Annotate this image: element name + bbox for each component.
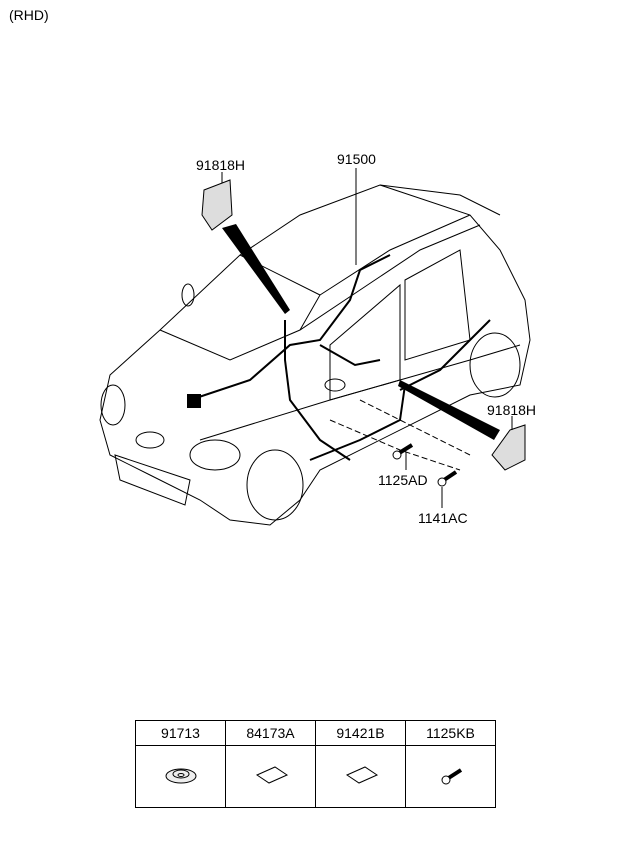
grommet-icon xyxy=(165,768,196,784)
part-image-cell xyxy=(135,745,226,808)
wiring-harness xyxy=(187,254,491,461)
pad-icon xyxy=(255,766,288,784)
car-body-outline xyxy=(99,184,531,526)
part-number-cell: 91713 xyxy=(135,720,226,746)
bolt-1141ac-icon xyxy=(437,470,458,508)
callout-main-harness: 91500 xyxy=(337,151,376,167)
car-wiring-diagram xyxy=(99,168,531,526)
variant-label: (RHD) xyxy=(9,7,49,23)
pad-icon xyxy=(345,766,378,784)
part-number-cell: 1125KB xyxy=(405,720,496,746)
bolt-icon xyxy=(441,768,462,785)
callout-bolt-b: 1141AC xyxy=(418,510,468,526)
bolt-1125ad-icon xyxy=(392,443,414,470)
parts-table: 91713 84173A 91421B 1125KB xyxy=(135,720,496,808)
mounting-guide-lines xyxy=(329,399,471,471)
part-image-cell xyxy=(405,745,496,808)
callout-grommet-right: 91818H xyxy=(487,402,537,418)
part-number-cell: 84173A xyxy=(225,720,316,746)
callout-bolt-a: 1125AD xyxy=(378,472,428,488)
grommet-left-icon xyxy=(201,172,233,231)
routing-arrows xyxy=(222,224,500,440)
part-image-cell xyxy=(225,745,316,808)
part-number-cell: 91421B xyxy=(315,720,406,746)
callout-grommet-left: 91818H xyxy=(196,157,246,173)
part-image-cell xyxy=(315,745,406,808)
grommet-right-icon xyxy=(491,416,526,471)
